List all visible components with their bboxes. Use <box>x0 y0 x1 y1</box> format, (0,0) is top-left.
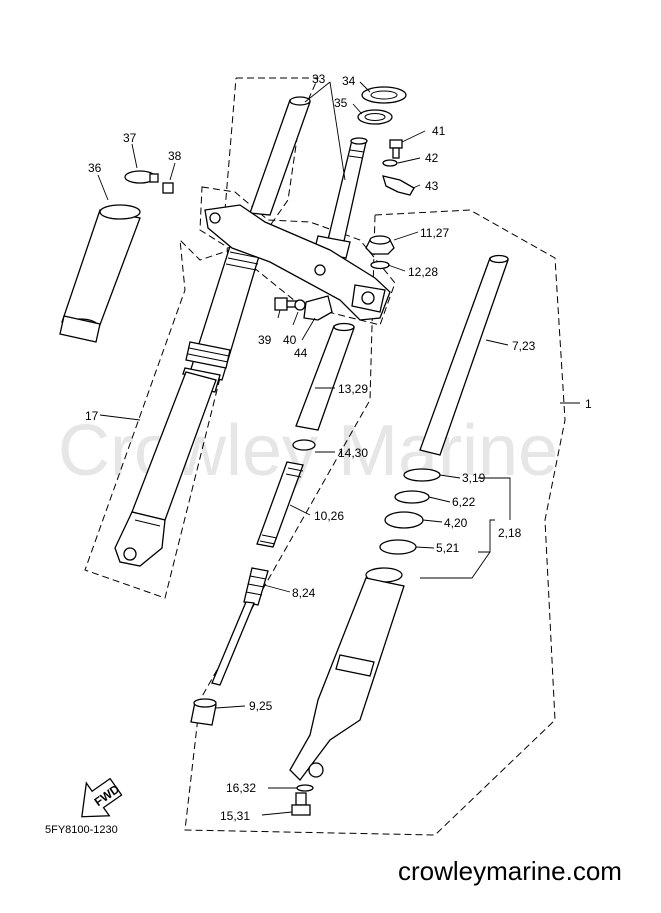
label-12-28: 12,28 <box>408 265 438 279</box>
label-35: 35 <box>334 96 348 110</box>
label-37: 37 <box>123 131 137 145</box>
bearing-35 <box>357 109 393 125</box>
right-fork-group-outline <box>184 209 566 836</box>
washer-16-32 <box>296 784 314 792</box>
cap-bolt-11-27 <box>365 235 395 255</box>
clamp-43 <box>382 175 415 196</box>
label-7-23: 7,23 <box>512 339 536 353</box>
label-13-29: 13,29 <box>338 382 368 396</box>
screw-38 <box>162 182 174 194</box>
label-1: 1 <box>585 397 592 411</box>
fwd-arrow-icon: FWD <box>81 777 123 818</box>
label-10-26: 10,26 <box>314 509 344 523</box>
spring-10-26 <box>256 461 304 548</box>
bolt-41 <box>389 139 403 159</box>
label-15-31: 15,31 <box>220 809 250 823</box>
washer-42 <box>382 159 398 167</box>
tube-13-29 <box>295 322 355 431</box>
label-9-25: 9,25 <box>249 699 273 713</box>
damper-rod-8-24 <box>211 567 269 686</box>
footer-brand: crowleymarine.com <box>398 856 622 886</box>
label-4-20: 4,20 <box>444 516 468 530</box>
washer-40 <box>294 299 306 311</box>
label-17: 17 <box>85 409 99 423</box>
label-33: 33 <box>312 72 326 86</box>
outer-tube-2-18 <box>289 567 405 781</box>
inner-tube-7-23 <box>419 254 509 456</box>
label-38: 38 <box>168 149 182 163</box>
label-36: 36 <box>88 161 102 175</box>
label-42: 42 <box>425 151 439 165</box>
label-41: 41 <box>432 124 446 138</box>
bracket-group-outline <box>199 186 396 326</box>
under-bracket <box>204 204 391 321</box>
clamp-37 <box>124 170 159 184</box>
bearing-race-34 <box>361 86 407 104</box>
label-16-32: 16,32 <box>226 781 256 795</box>
boot-36 <box>59 204 141 343</box>
left-fork-assembly <box>114 96 311 567</box>
label-43: 43 <box>425 179 439 193</box>
bushing-5-21 <box>379 539 417 555</box>
label-8-24: 8,24 <box>292 586 316 600</box>
leader-lines <box>97 81 580 816</box>
label-44: 44 <box>294 346 308 360</box>
label-11-27: 11,27 <box>420 226 449 240</box>
o-ring-12-28 <box>370 260 390 270</box>
part-labels: 1 17 33 34 35 36 37 38 39 40 44 41 42 43… <box>85 72 592 823</box>
label-3-19: 3,19 <box>462 471 486 485</box>
label-2-18: 2,18 <box>498 526 522 540</box>
ring-3-19 <box>403 468 441 482</box>
label-6-22: 6,22 <box>452 495 476 509</box>
seal-14-30 <box>292 439 316 451</box>
oil-seal-4-20 <box>384 511 424 529</box>
label-5-21: 5,21 <box>436 541 460 555</box>
bracket-44 <box>303 295 333 321</box>
oil-lock-piece-9-25 <box>190 698 217 726</box>
label-40: 40 <box>283 333 297 347</box>
washer-6-22 <box>394 490 430 504</box>
label-14-30: 14,30 <box>338 446 368 460</box>
label-39: 39 <box>258 333 272 347</box>
label-34: 34 <box>342 74 356 88</box>
bolt-15-31 <box>291 792 311 816</box>
diagram-code: 5FY8100-1230 <box>45 824 118 836</box>
